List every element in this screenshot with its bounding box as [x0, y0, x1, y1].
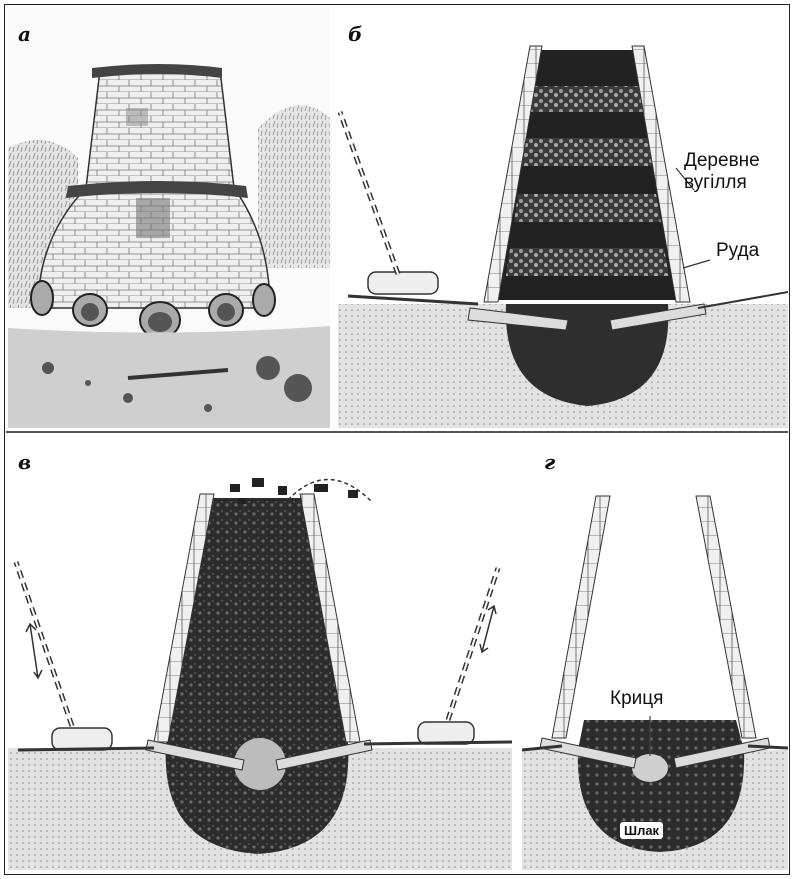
panel-a: а	[8, 8, 330, 428]
panel-d-letter: г	[544, 450, 555, 474]
furnace-exterior-illustration	[8, 8, 330, 428]
label-ore: Руда	[716, 240, 759, 262]
furnace-section-bloom	[522, 438, 788, 870]
panel-a-letter: а	[18, 22, 31, 46]
panel-c-letter: в	[18, 450, 31, 474]
label-charcoal: Деревне вугілля	[684, 150, 760, 194]
horizontal-divider	[6, 431, 788, 433]
panel-b-letter: б	[348, 22, 362, 46]
furnace-section-charged	[338, 8, 788, 428]
label-bloom: Криця	[610, 688, 663, 710]
panel-b: б Деревне вугілля Руда	[338, 8, 788, 428]
label-slag: Шлак	[620, 822, 663, 839]
furnace-section-smelting	[8, 438, 512, 870]
panel-c: в	[8, 438, 512, 870]
panel-d: г Криця Шлак	[522, 438, 788, 870]
